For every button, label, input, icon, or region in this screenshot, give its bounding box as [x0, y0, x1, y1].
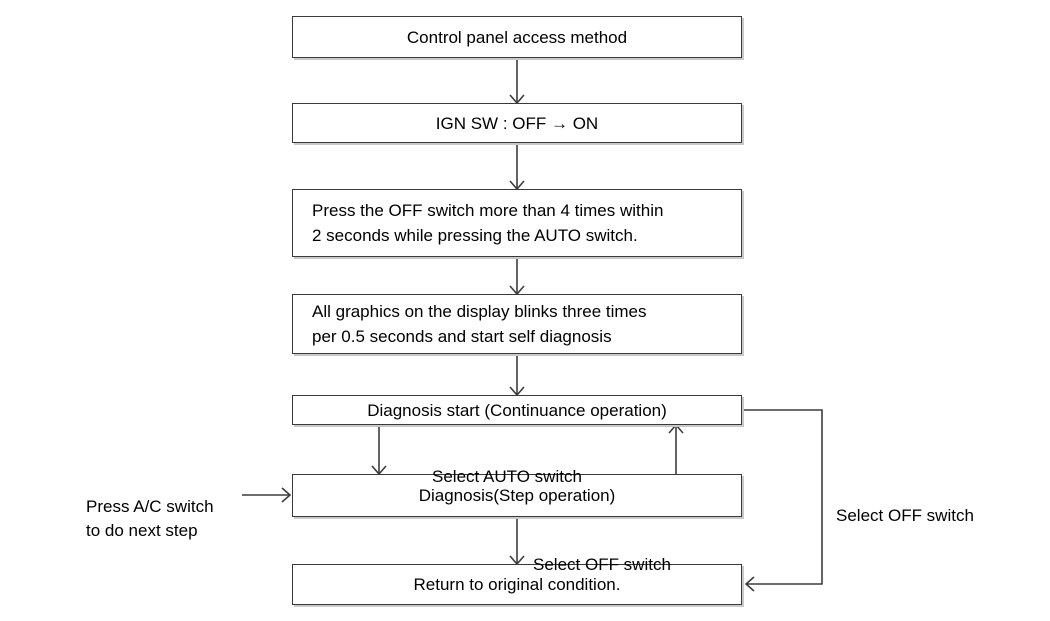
label-select-auto-switch-text: Select AUTO switch	[432, 467, 582, 486]
label-select-off-switch-bottom-text: Select OFF switch	[533, 555, 671, 574]
label-select-auto-switch: Select AUTO switch	[432, 441, 582, 489]
node-return-to-original-condition: Return to original condition.	[292, 564, 742, 605]
label-select-off-switch-bottom: Select OFF switch	[533, 529, 671, 577]
arrowhead-n6-n5	[668, 423, 684, 434]
arrowhead-n3-n4	[509, 285, 525, 296]
arrowhead-n2-n3	[509, 180, 525, 191]
node-control-panel-access-method: Control panel access method	[292, 16, 742, 58]
annotation-press-ac-switch: Press A/C switch to do next step	[86, 471, 214, 543]
arrowhead-n5-n7-loop	[744, 576, 755, 592]
label-select-off-switch-right-text: Select OFF switch	[836, 506, 974, 525]
arrowhead-n1-n2	[509, 94, 525, 105]
node-diagnosis-start-continuance: Diagnosis start (Continuance operation)	[292, 395, 742, 425]
node-control-panel-access-method-text: Control panel access method	[406, 27, 628, 47]
node-press-off-switch-instruction: Press the OFF switch more than 4 times w…	[292, 189, 742, 257]
arrowhead-n5-n6	[371, 465, 387, 476]
label-select-off-switch-right: Select OFF switch	[836, 480, 974, 528]
arrowhead-n4-n5	[509, 386, 525, 397]
node-graphics-blink-instruction-text: All graphics on the display blinks three…	[312, 302, 647, 346]
node-diagnosis-start-continuance-text: Diagnosis start (Continuance operation)	[367, 400, 667, 420]
node-diagnosis-step-operation: Diagnosis(Step operation)	[292, 474, 742, 517]
edge-n5-n7-loop	[743, 409, 823, 585]
arrowhead-annotation-n6	[281, 487, 292, 503]
node-diagnosis-step-operation-text: Diagnosis(Step operation)	[418, 486, 616, 505]
node-ign-sw-off-on: IGN SW : OFF → ON	[292, 103, 742, 143]
annotation-press-ac-switch-text: Press A/C switch to do next step	[86, 497, 214, 540]
node-press-off-switch-instruction-text: Press the OFF switch more than 4 times w…	[312, 201, 664, 245]
arrowhead-n6-n7	[509, 555, 525, 566]
node-ign-sw-off-on-text: IGN SW : OFF → ON	[435, 113, 599, 133]
node-graphics-blink-instruction: All graphics on the display blinks three…	[292, 294, 742, 354]
node-return-to-original-condition-text: Return to original condition.	[413, 575, 621, 594]
